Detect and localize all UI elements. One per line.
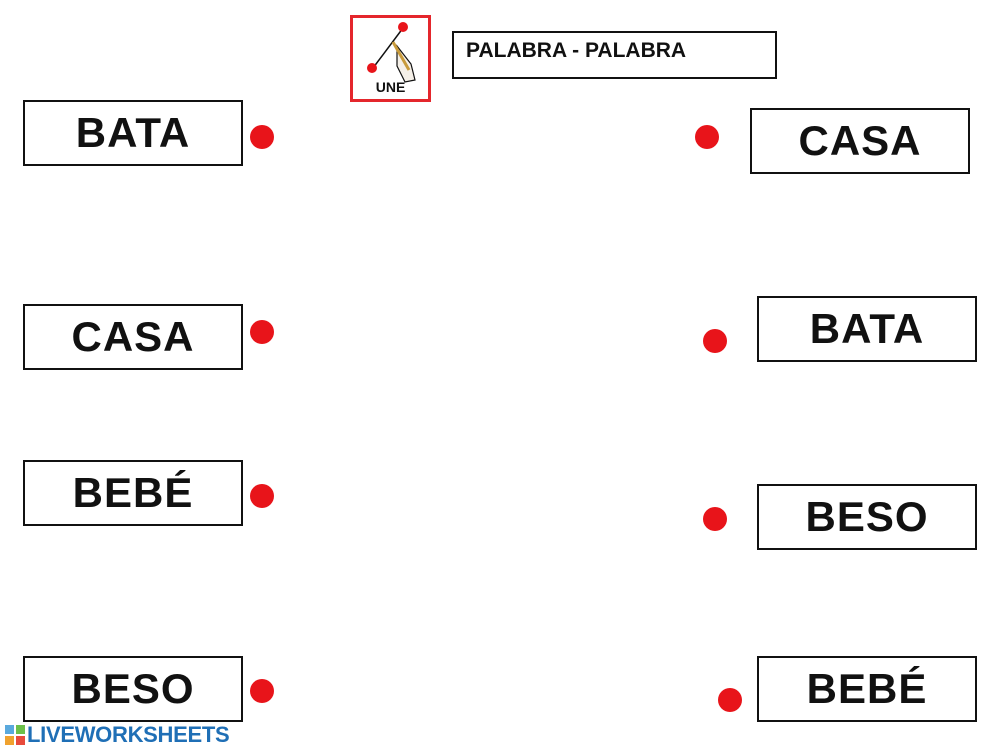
left-word-2[interactable]: CASA: [23, 304, 243, 370]
left-dot-3[interactable]: [250, 484, 274, 508]
liveworksheets-logo[interactable]: LIVEWORKSHEETS: [5, 722, 230, 748]
right-word-2[interactable]: BATA: [757, 296, 977, 362]
right-dot-1[interactable]: [695, 125, 719, 149]
left-dot-2[interactable]: [250, 320, 274, 344]
right-word-3[interactable]: BESO: [757, 484, 977, 550]
left-dot-4[interactable]: [250, 679, 274, 703]
right-dot-2[interactable]: [703, 329, 727, 353]
pencil-connect-icon: [367, 22, 416, 83]
une-icon: UNE: [350, 15, 431, 102]
left-word-1[interactable]: BATA: [23, 100, 243, 166]
right-dot-4[interactable]: [718, 688, 742, 712]
une-label: UNE: [375, 79, 406, 95]
right-dot-3[interactable]: [703, 507, 727, 531]
liveworksheets-brand: LIVEWORKSHEETS: [27, 722, 230, 747]
liveworksheets-icon: [5, 725, 25, 745]
right-word-1[interactable]: CASA: [750, 108, 970, 174]
left-word-4[interactable]: BESO: [23, 656, 243, 722]
left-word-3[interactable]: BEBÉ: [23, 460, 243, 526]
page-title-text: PALABRA - PALABRA: [466, 39, 687, 62]
left-dot-1[interactable]: [250, 125, 274, 149]
right-word-4[interactable]: BEBÉ: [757, 656, 977, 722]
page-title: PALABRA - PALABRA: [452, 31, 777, 79]
